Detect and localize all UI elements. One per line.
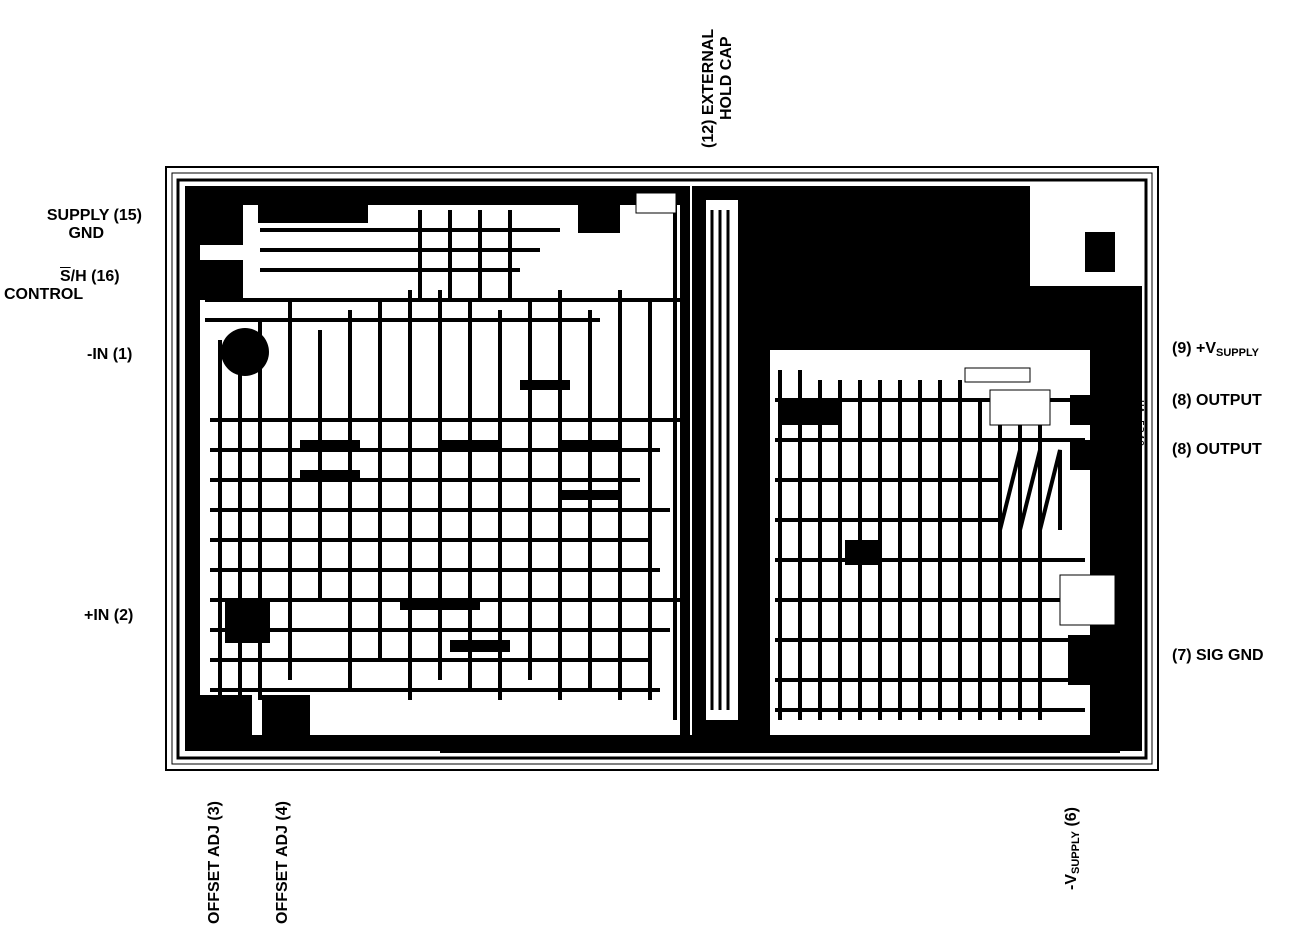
center-bus xyxy=(692,186,752,751)
die-mask-left: B3090 xyxy=(345,736,378,749)
pin-offset-adj-3-label: OFFSET ADJ (3) xyxy=(206,801,223,924)
pin-neg-in-label: -IN (1) xyxy=(87,346,133,363)
pin-supply-gnd-label: SUPPLY (15) GND xyxy=(46,207,142,242)
pin-vminus-supply-label: -VSUPPLY (6) xyxy=(1063,806,1082,890)
die-part-number: HA-5340 xyxy=(1133,400,1146,446)
die-small-mark: 11- xyxy=(700,186,720,199)
pin-offset-adj-4-label: OFFSET ADJ (4) xyxy=(274,801,291,924)
pin-sig-gnd-label: (7) SIG GND xyxy=(1172,647,1264,664)
pin-sh-control-label: S/H (16) CONTROL xyxy=(4,268,120,303)
pin-output-label-a: (8) OUTPUT xyxy=(1172,392,1262,409)
right-circuit-block xyxy=(752,186,1142,751)
left-circuit-block xyxy=(185,186,690,751)
pin-output-label-b: (8) OUTPUT xyxy=(1172,441,1262,458)
die-mask-right: 30091 xyxy=(1090,736,1123,749)
pin-hold-cap-label: (12) EXTERNAL HOLD CAP xyxy=(700,28,735,148)
die-top-code: 53-71-91- xyxy=(945,186,1005,199)
pin-pos-in-label: +IN (2) xyxy=(84,607,134,624)
pin-vplus-supply-label: (9) +VSUPPLY xyxy=(1172,340,1260,359)
